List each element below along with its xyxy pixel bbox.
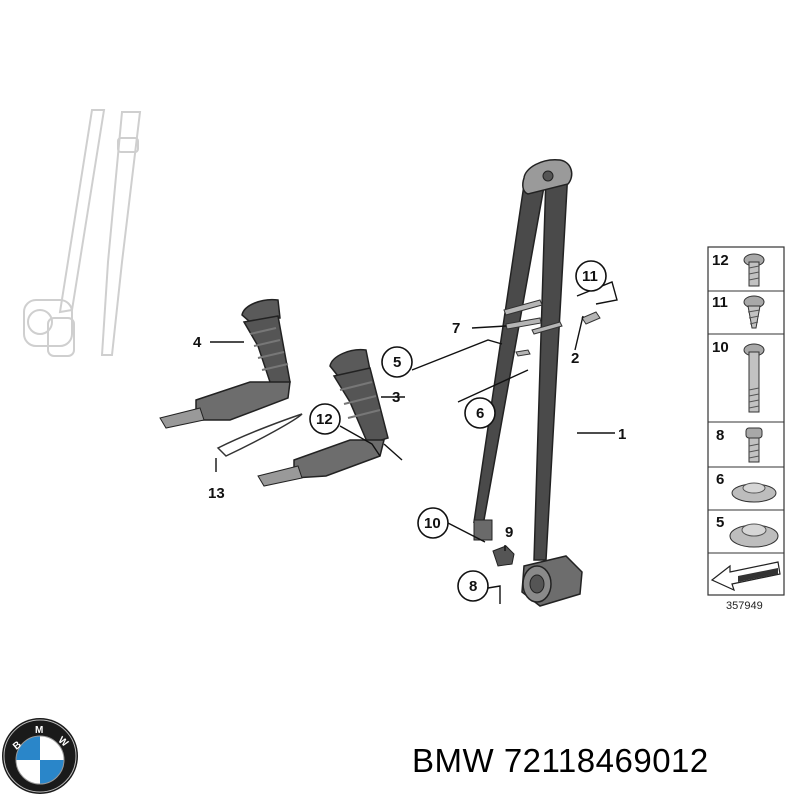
washer-icon — [729, 523, 779, 548]
callout-12: 12 — [316, 411, 333, 428]
self-tapping-screw-icon — [743, 295, 765, 329]
legend-num-12: 12 — [712, 252, 729, 269]
callout-3: 3 — [392, 389, 400, 406]
callout-2: 2 — [571, 350, 579, 367]
callout-9: 9 — [505, 524, 513, 541]
callout-11: 11 — [582, 268, 598, 285]
callout-8: 8 — [469, 578, 477, 595]
seatbelt-assembly — [473, 159, 583, 607]
short-bolt-icon — [745, 427, 763, 463]
belt-hardware — [503, 299, 601, 357]
callout-circles — [309, 260, 607, 602]
cable-part-13 — [216, 413, 303, 457]
callout-4: 4 — [193, 334, 202, 351]
legend-num-5: 5 — [716, 514, 724, 531]
callout-13: 13 — [208, 485, 225, 502]
front-direction-arrow-icon — [710, 561, 781, 592]
washer-icon — [731, 482, 777, 503]
legend-num-11: 11 — [712, 294, 728, 311]
part-number-caption: BMW 72118469012 — [412, 742, 709, 779]
callout-10: 10 — [424, 515, 441, 532]
buckle-part-3 — [257, 348, 389, 487]
callout-5: 5 — [393, 354, 401, 371]
svg-text:M: M — [35, 725, 43, 736]
buckle-part-4 — [159, 298, 291, 429]
callout-6: 6 — [476, 405, 484, 422]
legend-num-10: 10 — [712, 339, 729, 356]
figure-id: 357949 — [726, 600, 763, 612]
legend-table: 12 11 10 8 6 5 — [707, 246, 785, 596]
callout-1: 1 — [618, 426, 626, 443]
legend-num-6: 6 — [716, 471, 724, 488]
leader-lines — [210, 281, 618, 604]
ghost-seatbelt-outline — [23, 109, 142, 357]
callout-7: 7 — [452, 320, 460, 337]
legend-num-8: 8 — [716, 427, 724, 444]
bmw-logo: B M W — [2, 718, 78, 794]
long-bolt-icon — [743, 343, 765, 413]
screw-icon — [743, 253, 765, 287]
